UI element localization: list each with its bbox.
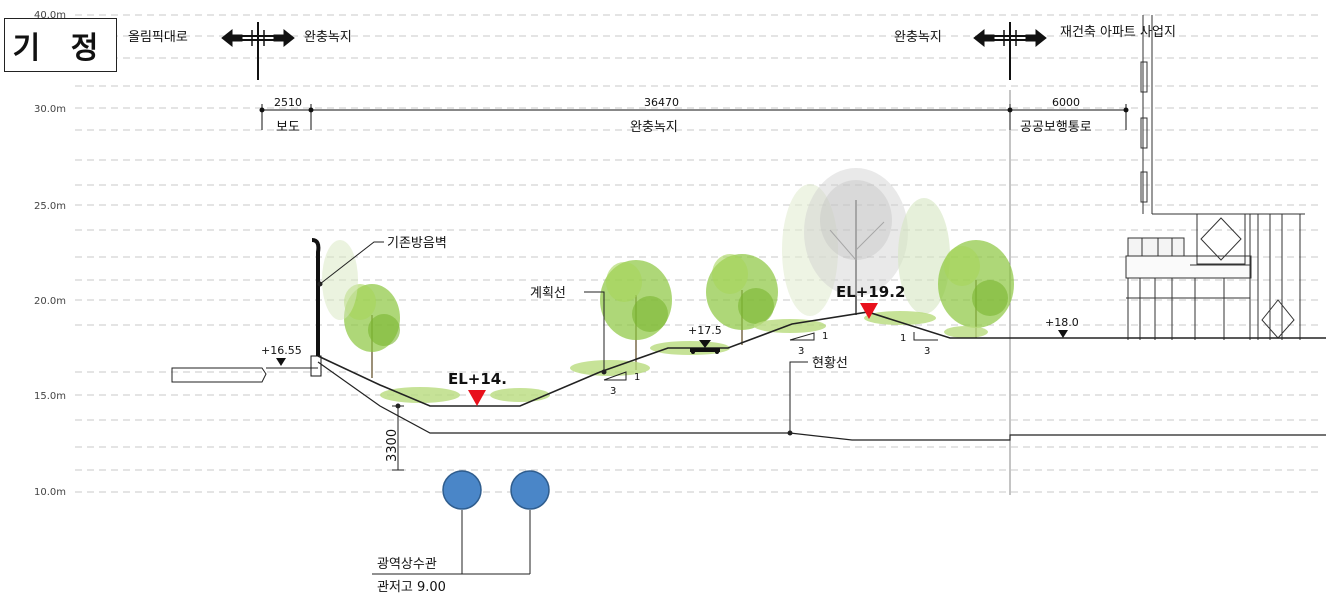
level-triangle-icon [276, 358, 286, 366]
pipe-icon [510, 470, 550, 510]
tree-icon [782, 184, 838, 316]
elevation-label-15: 15.0m [34, 391, 66, 402]
zone-label-passage: 공공보행통로 [1020, 119, 1092, 135]
zone-label-walkway: 보도 [276, 120, 300, 135]
pipe-icon [442, 470, 482, 510]
dimension-values: 2510 36470 6000 [274, 96, 1080, 109]
dimension-value-passage: 6000 [1052, 96, 1080, 109]
elevation-grid [75, 14, 1320, 493]
noise-wall [310, 238, 322, 377]
left-road-label: 올림픽대로 [128, 30, 188, 45]
boundary-arrow-icon [973, 22, 1047, 80]
tree-icon [938, 240, 1014, 338]
pipe-invert-label: 관저고 9.00 [377, 580, 446, 595]
section-tag: 기 정 [4, 18, 117, 72]
elevation-scale: 40.0m 30.0m 25.0m 20.0m 15.0m 10.0m [34, 10, 66, 498]
elevation-label-10: 10.0m [34, 487, 66, 498]
tree-icon [600, 260, 672, 370]
slope-left-rise: 1 [634, 372, 640, 383]
depth-dimension [392, 403, 404, 471]
level-right-label: +18.0 [1045, 316, 1079, 329]
pipe-labels: 광역상수관 관저고 9.00 [377, 557, 446, 595]
ground-profile-existing [317, 361, 1326, 441]
slope-mid-run: 3 [798, 346, 804, 357]
tree-icon [898, 198, 950, 314]
ground-profile-plan [317, 311, 1326, 407]
tree-icon [804, 168, 908, 315]
level-markers: +16.55 +17.5 +18.0 [261, 316, 1079, 366]
elevation-label-20: 20.0m [34, 296, 66, 307]
zone-label-buffer: 완충녹지 [630, 120, 678, 135]
callouts [317, 241, 808, 436]
tree-icon [344, 284, 400, 378]
existing-line-label: 현황선 [812, 356, 848, 371]
el-high-label: EL+19.2 [836, 283, 905, 301]
dimension-zones: 보도 완충녹지 공공보행통로 [276, 119, 1092, 135]
boundary-arrow-icon [221, 22, 295, 80]
level-triangle-icon [1058, 330, 1068, 338]
slope-right-rise: 1 [900, 333, 906, 344]
pipe-name-label: 광역상수관 [377, 557, 437, 572]
vegetation [322, 168, 1014, 403]
slope-mid-rise: 1 [822, 331, 828, 342]
plan-line-label: 계획선 [530, 286, 566, 301]
dimension-line [259, 104, 1129, 130]
level-path-label: +17.5 [688, 324, 722, 337]
noise-wall-label: 기존방음벽 [387, 236, 447, 251]
right-site-label: 재건축 아파트 사업지 [1060, 25, 1176, 40]
el-low-label: EL+14. [448, 370, 507, 388]
tree-icon [706, 254, 778, 345]
dimension-value-buffer: 36470 [644, 96, 679, 109]
el-markers: EL+14. EL+19.2 [448, 283, 905, 406]
buffer-left-label: 완충녹지 [304, 30, 352, 45]
elevation-label-40: 40.0m [34, 10, 66, 21]
left-road-edge [171, 367, 318, 383]
slope-left-run: 3 [610, 386, 616, 397]
apartment-building [1125, 15, 1305, 340]
water-pipes [372, 470, 550, 575]
top-zone-labels: 올림픽대로 완충녹지 완충녹지 재건축 아파트 사업지 [128, 22, 1176, 80]
elevation-label-25: 25.0m [34, 201, 66, 212]
buffer-right-label: 완충녹지 [894, 30, 942, 45]
dimension-value-walkway: 2510 [274, 96, 302, 109]
level-triangle-icon [699, 340, 711, 348]
level-left-label: +16.55 [261, 344, 302, 357]
elevation-label-30: 30.0m [34, 104, 66, 115]
depth-label: 3300 [385, 429, 400, 462]
slope-indicators: 1 3 1 3 1 3 [603, 331, 938, 397]
callout-labels: 기존방음벽 계획선 현황선 [387, 236, 848, 371]
slope-right-run: 3 [924, 346, 930, 357]
tree-icon [322, 240, 358, 320]
el-high-marker-icon [860, 303, 878, 319]
el-low-marker-icon [468, 390, 486, 406]
